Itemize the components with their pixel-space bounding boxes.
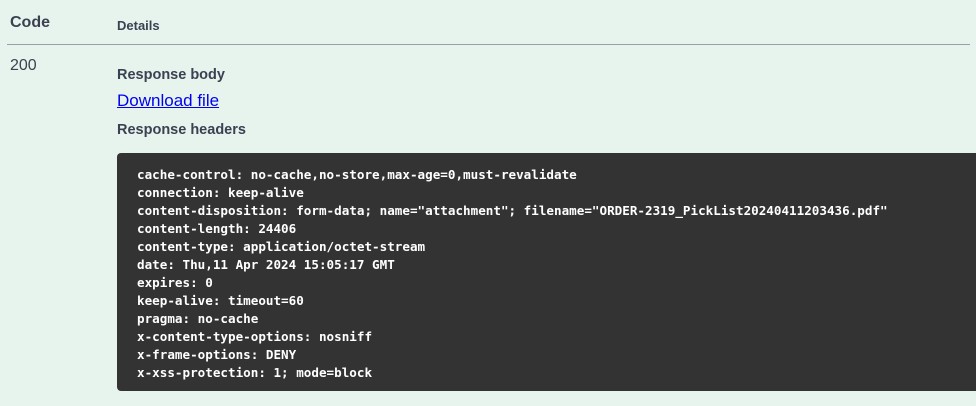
responses-table-header: Code Details — [0, 0, 976, 44]
download-file-link[interactable]: Download file — [117, 91, 220, 110]
response-header-line: connection: keep-alive — [137, 185, 304, 200]
response-header-line: content-disposition: form-data; name="at… — [137, 203, 888, 218]
response-body-label: Response body — [117, 67, 225, 83]
response-header-line: cache-control: no-cache,no-store,max-age… — [137, 167, 577, 182]
responses-table: Code Details 200 Response body Download … — [0, 0, 976, 391]
response-header-line: x-frame-options: DENY — [137, 347, 297, 362]
response-header-line: x-content-type-options: nosniff — [137, 329, 373, 344]
response-headers-label: Response headers — [117, 122, 246, 138]
response-header-line: content-length: 24406 — [137, 221, 297, 236]
code-column-header: Code — [10, 14, 50, 31]
response-row-200: 200 Response body Download file Response… — [0, 45, 976, 391]
response-header-line: pragma: no-cache — [137, 311, 259, 326]
response-header-line: content-type: application/octet-stream — [137, 239, 426, 254]
response-header-line: keep-alive: timeout=60 — [137, 293, 304, 308]
status-code: 200 — [10, 57, 37, 74]
response-header-line: expires: 0 — [137, 275, 213, 290]
header-divider — [7, 44, 970, 45]
response-header-line: x-xss-protection: 1; mode=block — [137, 365, 373, 380]
response-headers-code-block: cache-control: no-cache,no-store,max-age… — [117, 153, 976, 391]
response-details: Response body Download file Response hea… — [117, 45, 976, 391]
details-column-header: Details — [117, 18, 160, 33]
response-header-line: date: Thu,11 Apr 2024 15:05:17 GMT — [137, 257, 395, 272]
